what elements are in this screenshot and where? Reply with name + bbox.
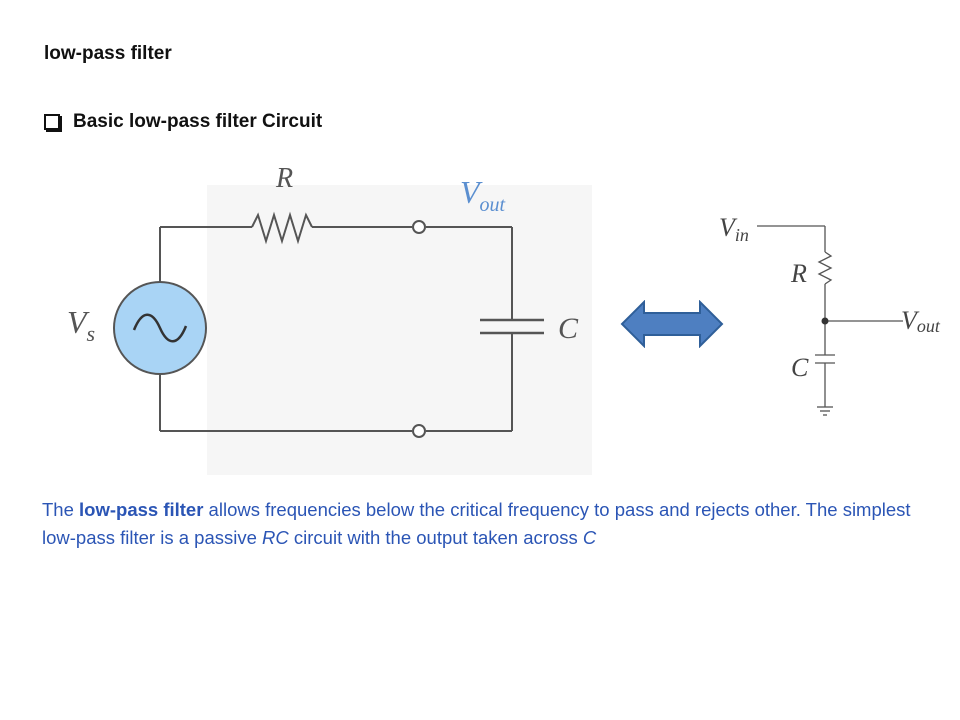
highlight-term: low-pass filter [79,499,204,520]
capacitor-label: C [558,312,579,345]
description-paragraph: The low-pass filter allows frequencies b… [42,499,911,548]
resistor-label: R [790,259,807,288]
rc-circuit-diagram: R Vout Vs C [67,165,592,475]
diagram-background [207,185,592,475]
sine-wave-icon [132,313,188,343]
rc-schematic-diagram: Vin R Vout C [719,213,941,416]
bullet-text: Basic low-pass filter Circuit [73,111,323,132]
double-arrow-icon [620,300,724,348]
junction-dot [821,317,829,325]
resistor-symbol [817,251,833,285]
vin-label: Vin [719,213,749,245]
resistor-symbol [251,211,313,245]
slide-title: low-pass filter [44,43,172,64]
vout-label: Vout [901,306,941,336]
vout-terminal-bottom [412,424,426,438]
resistor-label: R [275,165,293,194]
vout-label: Vout [460,174,506,216]
vout-terminal-top [412,220,426,234]
capacitor-label: C [791,353,809,382]
source-label: Vs [67,304,95,346]
checkbox-bullet-icon [44,114,60,130]
bullet-item: Basic low-pass filter Circuit [44,111,322,133]
